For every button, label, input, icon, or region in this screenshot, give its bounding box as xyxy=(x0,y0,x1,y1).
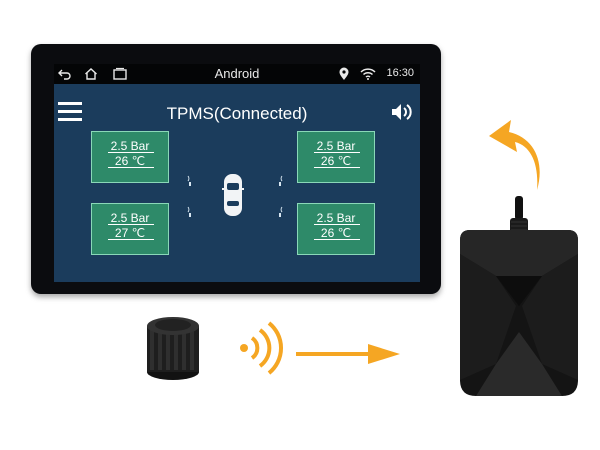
tire-card-rear-right: 2.5 Bar 26 ℃ xyxy=(297,203,375,255)
sensor-signal-icon xyxy=(279,175,283,186)
sensor-signal-icon xyxy=(187,175,191,186)
tpms-screen: Android 16:30 TPMS(Connected) 2.5 Bar 26… xyxy=(54,64,420,282)
arrow-right-icon xyxy=(296,344,400,364)
tire-temperature: 27 ℃ xyxy=(114,226,146,240)
tire-pressure: 2.5 Bar xyxy=(316,211,356,225)
location-icon xyxy=(339,67,349,80)
tpms-receiver-box xyxy=(460,230,578,396)
tire-temperature: 26 ℃ xyxy=(320,226,352,240)
tire-temperature: 26 ℃ xyxy=(114,154,146,168)
tire-card-front-left: 2.5 Bar 26 ℃ xyxy=(91,131,169,183)
tire-card-rear-left: 2.5 Bar 27 ℃ xyxy=(91,203,169,255)
recent-apps-icon[interactable] xyxy=(112,67,128,81)
status-bar-clock: 16:30 xyxy=(386,67,414,79)
tire-pressure: 2.5 Bar xyxy=(110,211,150,225)
app-title: TPMS(Connected) xyxy=(166,104,308,123)
tire-pressure: 2.5 Bar xyxy=(316,139,356,153)
home-icon[interactable] xyxy=(84,67,98,81)
car-top-view-icon xyxy=(222,174,244,216)
sensor-signal-icon xyxy=(187,206,191,217)
back-icon[interactable] xyxy=(58,67,72,81)
wireless-signal-icon xyxy=(240,321,283,375)
tire-pressure: 2.5 Bar xyxy=(110,139,150,153)
android-status-bar: Android 16:30 xyxy=(54,64,420,84)
sensor-signal-icon xyxy=(279,206,283,217)
hamburger-menu-icon[interactable] xyxy=(58,102,82,122)
tire-sensor-valve-cap xyxy=(147,317,199,380)
tire-card-front-right: 2.5 Bar 26 ℃ xyxy=(297,131,375,183)
tire-temperature: 26 ℃ xyxy=(320,154,352,168)
curved-arrow-up-icon xyxy=(489,120,540,190)
speaker-icon[interactable] xyxy=(390,102,414,122)
wifi-icon xyxy=(360,68,376,80)
status-bar-title: Android xyxy=(214,66,260,81)
